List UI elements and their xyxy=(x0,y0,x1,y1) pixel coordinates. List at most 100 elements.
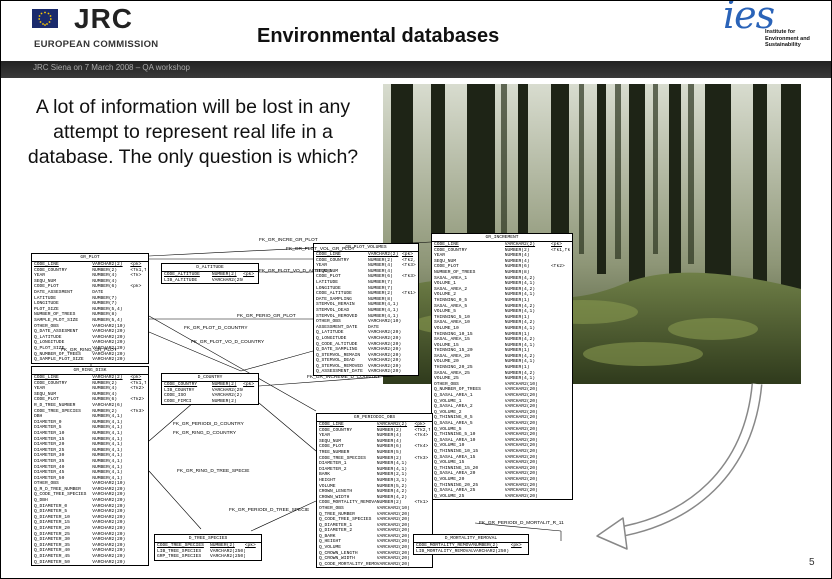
column-type: NUMBER(4) xyxy=(92,273,118,279)
column-type: NUMBER(6) xyxy=(92,284,118,290)
column-name: STEMVOL_REMOVED xyxy=(316,313,358,319)
column-name: Q_DIAMETER_30 xyxy=(34,537,70,543)
column-name: SASAL_AREA_15 xyxy=(434,337,470,343)
column-name: CODE_COUNTRY xyxy=(319,427,353,433)
column-type: VARCHAR2(20) xyxy=(504,426,538,432)
column-name: CODE_TREE_SPECIES xyxy=(157,543,204,548)
column-name: PLOT_SIZE xyxy=(34,306,59,312)
column-type: NUMBER(4) xyxy=(376,438,402,444)
column-name: Q_THINNING_20_25 xyxy=(434,482,479,488)
relationship-label: FK_GR_PERIO_GR_PLOT xyxy=(237,314,296,319)
column-name: YEAR xyxy=(316,263,328,269)
column-type: VARCHAR2(20) xyxy=(92,542,126,548)
relationship-label: FK_GR_PLOT_VO_D_COUNTRY xyxy=(191,340,265,345)
column-key: <pk> xyxy=(510,543,522,548)
column-name: THINNING_10_15 xyxy=(434,331,473,337)
column-type: NUMBER(4,2) xyxy=(504,275,536,281)
column-type: VARCHAR2(20) xyxy=(92,537,126,543)
eu-flag-icon xyxy=(32,9,58,28)
column-name: VOLUME_15 xyxy=(434,342,459,348)
column-type: VARCHAR2(20) xyxy=(92,526,126,532)
column-type: NUMBER(2) xyxy=(92,380,118,386)
column-type: NUMBER(4,2) xyxy=(504,320,536,326)
column-name: CODE_LINE xyxy=(319,422,344,427)
column-type: NUMBER(7) xyxy=(92,295,118,301)
column-name: Q_R_D_TREE_NUMBER xyxy=(34,486,81,492)
column-type: VARCHAR2(20) xyxy=(368,335,402,341)
column-type: NUMBER(4,2) xyxy=(504,286,536,292)
band-caption: JRC Siena on 7 March 2008 – QA workshop xyxy=(33,63,190,72)
column-name: Q_DBH xyxy=(34,498,48,504)
column-name: Q_CROWN_WIDTH xyxy=(319,556,355,562)
column-name: CODE_PLOT xyxy=(434,264,459,270)
entity-title: GR_INCREMENT xyxy=(432,234,572,242)
column-name: SASAL_AREA_10 xyxy=(434,320,470,326)
column-type: NUMBER(4,1) xyxy=(92,464,123,470)
column-name: Q_CODE_TREE_SPECIES xyxy=(34,492,87,498)
column-type: NUMBER(4,1) xyxy=(92,430,123,436)
column-name: TREE_NUMBER xyxy=(319,449,350,455)
column-type: NUMBER(8) xyxy=(504,269,530,275)
column-name: NUMBER_OF_TREES xyxy=(434,269,476,275)
column-name: Q_SAMPLE_PLOT_SIZE xyxy=(34,357,84,363)
column-type: NUMBER(6) xyxy=(368,274,393,280)
column-type: NUMBER(5,4) xyxy=(92,317,123,323)
column-type: VARCHAR2(20) xyxy=(504,493,538,499)
column-name: VOLUME_25 xyxy=(434,376,459,382)
column-type: VARCHAR2(20) xyxy=(92,548,126,554)
column-type: VARCHAR2(20) xyxy=(92,357,126,363)
column-key: <pk> xyxy=(130,262,142,267)
column-type: NUMBER(1) xyxy=(504,314,530,320)
column-name: CODE_TREE_SPECIES xyxy=(319,455,366,461)
column-name: Q_VOLUME_2 xyxy=(434,409,462,415)
relationship-label: FK_GR_RING_D_TREE_SPECIE xyxy=(177,469,250,474)
column-name: Q_CODE_MORTALITY_REMOVAL xyxy=(319,561,377,567)
column-name: LONGITUDE xyxy=(34,301,59,307)
column-name: Q_DIAMETER_5 xyxy=(34,509,68,515)
column-type: NUMBER(7) xyxy=(368,279,393,285)
column-type: NUMBER(2) xyxy=(376,455,402,461)
column-type: VARCHAR2(20) xyxy=(92,486,126,492)
column-type: VARCHAR2(10) xyxy=(92,323,126,329)
column-name: R_D_TREE_NUMBER xyxy=(34,402,76,408)
column-type: VARCHAR2(2) xyxy=(92,375,123,380)
column-name: DIAMETER_20 xyxy=(34,442,65,448)
column-name: LIB_ALTITUDE xyxy=(164,277,198,283)
column-type: VARCHAR2(20) xyxy=(92,559,126,565)
column-name: Q_THINNING_15_20 xyxy=(434,465,479,471)
column-name: Q_SASAL_AREA_2 xyxy=(434,404,473,410)
column-name: Q_DATE_SAMPLING xyxy=(316,347,358,353)
